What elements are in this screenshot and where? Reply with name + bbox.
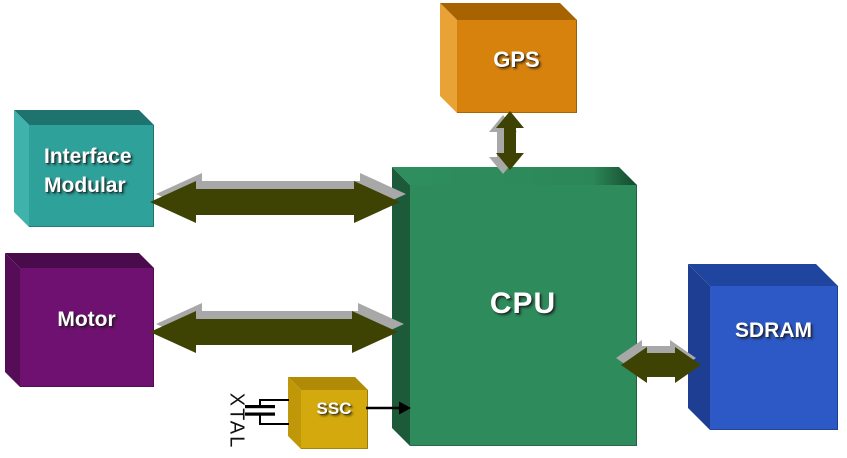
xtal-top-wire — [259, 399, 289, 405]
xtal-plate-bottom — [245, 412, 275, 416]
interface-modular-box: Interface Modular — [14, 110, 154, 227]
interface-modular-box-front-face: Interface Modular — [29, 125, 154, 227]
sdram-box-top-face — [688, 264, 838, 286]
xtal-circuit — [245, 399, 289, 425]
sdram-box-front-face: SDRAM — [710, 286, 838, 430]
arrow-interface-cpu — [150, 173, 406, 223]
arrowhead-icon — [399, 401, 411, 415]
gps-box: GPS — [440, 3, 577, 113]
interface-modular-label-line1: Interface — [44, 145, 132, 169]
gps-box-front-face: GPS — [457, 20, 577, 113]
ssc-box-side-face — [288, 377, 301, 449]
cpu-label: CPU — [489, 286, 557, 320]
arrow-ssc-cpu — [366, 401, 411, 415]
arrow-gps-cpu — [489, 111, 524, 174]
interface-modular-label-line2: Modular — [44, 173, 126, 197]
cpu-box-side-face — [392, 167, 410, 446]
ssc-box-top-face — [288, 377, 368, 390]
sdram-box-side-face — [688, 264, 710, 430]
arrow-cpu-sdram — [616, 340, 701, 383]
cpu-box-front-face: CPU — [410, 185, 637, 446]
cpu-box: CPU — [392, 167, 637, 446]
motor-box-side-face — [5, 253, 20, 387]
gps-label: GPS — [493, 47, 540, 73]
interface-modular-box-top-face — [14, 110, 154, 125]
interface-modular-box-side-face — [14, 110, 29, 227]
xtal-plate-top — [245, 405, 275, 409]
cpu-box-top-face — [392, 167, 637, 185]
xtal-bottom-wire — [259, 415, 289, 425]
motor-label: Motor — [57, 307, 116, 331]
gps-box-top-face — [440, 3, 577, 20]
motor-box-front-face: Motor — [20, 268, 154, 387]
arrow-motor-cpu — [150, 303, 404, 353]
sdram-box: SDRAM — [688, 264, 838, 430]
ssc-box: SSC — [288, 377, 368, 449]
sdram-label: SDRAM — [735, 319, 812, 343]
ssc-box-front-face: SSC — [301, 390, 368, 449]
motor-box-top-face — [5, 253, 154, 268]
gps-box-side-face — [440, 3, 457, 113]
ssc-label: SSC — [316, 398, 352, 418]
motor-box: Motor — [5, 253, 154, 387]
